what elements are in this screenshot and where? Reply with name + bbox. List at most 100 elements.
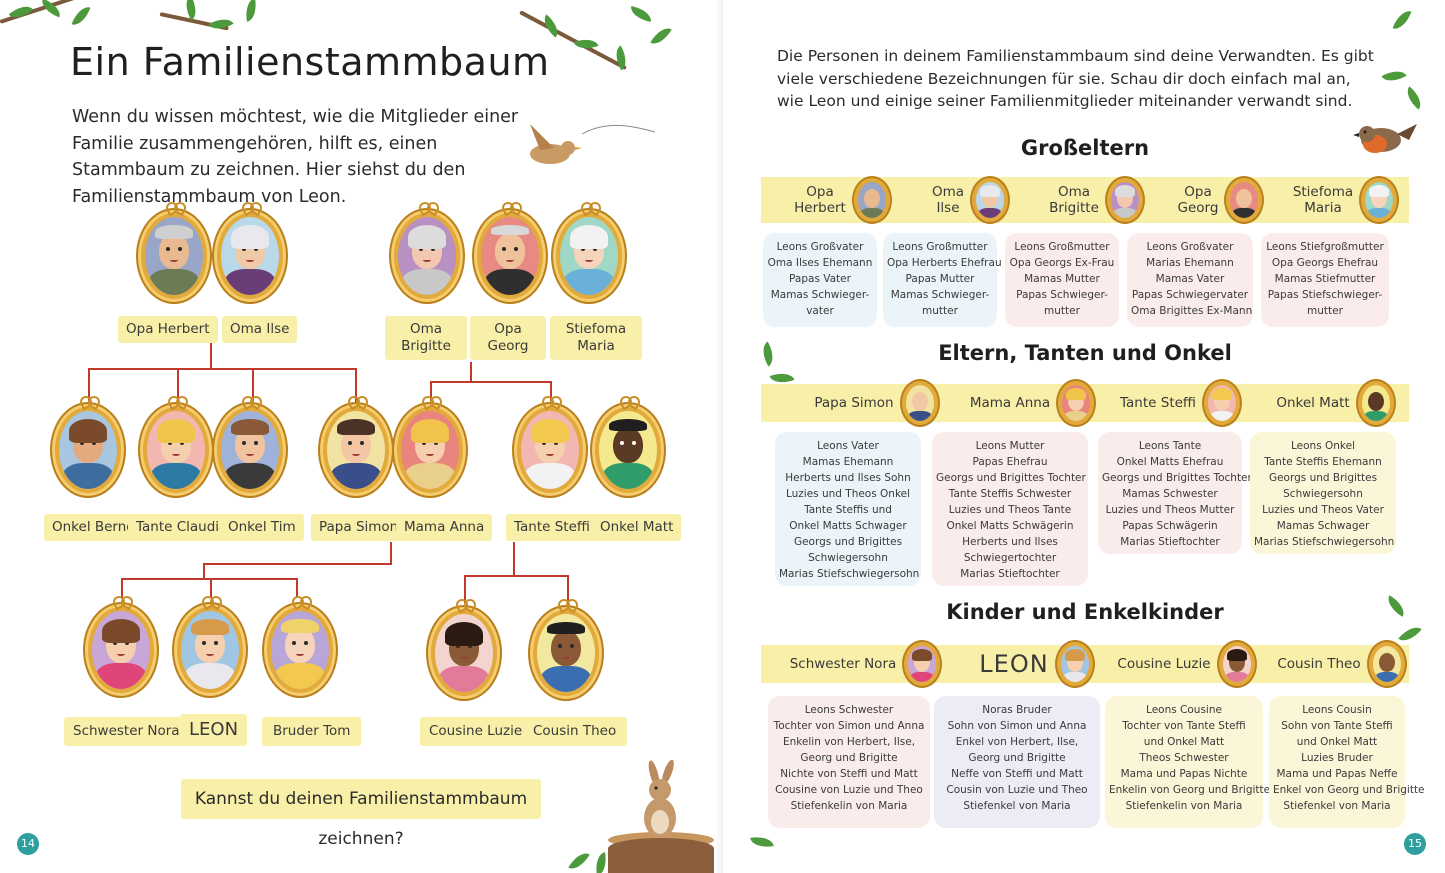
band-kinder: Schwester Nora LEON Cousine Luzie Cousin…	[761, 640, 1409, 688]
tree-line	[203, 563, 392, 565]
band-item-mama-anna: Mama Anna	[953, 379, 1113, 427]
portrait-opa-herbert	[136, 208, 212, 304]
tree-line	[88, 368, 90, 404]
band-item-stiefoma-maria: Stiefoma Maria	[1283, 176, 1409, 224]
label-mama-anna: Mama Anna	[396, 514, 493, 541]
label-papa-simon: Papa Simon	[311, 514, 407, 541]
band-eltern: Papa Simon Mama Anna Tante Steffi Onkel …	[761, 379, 1409, 427]
leaf-icon	[568, 848, 590, 873]
tree-line	[430, 381, 432, 405]
page-number: 15	[1404, 833, 1426, 855]
band-label: Mama Anna	[969, 395, 1051, 411]
leaf-icon	[1381, 65, 1407, 87]
right-page: Die Personen in deinem Familienstammbaum…	[723, 0, 1445, 873]
tree-line	[513, 542, 515, 576]
mini-portrait-leon	[1054, 640, 1095, 688]
portrait-onkel-bernd	[50, 402, 126, 498]
leaf-icon	[593, 852, 609, 873]
portrait-oma-ilse	[212, 208, 288, 304]
mini-portrait-opa-herbert	[851, 176, 892, 224]
mini-portrait-cousin-theo	[1366, 640, 1407, 688]
tree-line	[210, 578, 212, 598]
band-label: Onkel Matt	[1276, 395, 1350, 411]
page-title: Ein Familienstammbaum	[70, 40, 550, 84]
band-label: Tante Steffi	[1120, 395, 1196, 411]
intro-text: Die Personen in deinem Familienstammbaum…	[777, 47, 1374, 110]
label-oma-brigitte: Oma Brigitte	[385, 316, 467, 360]
label-tante-steffi: Tante Steffi	[506, 514, 598, 541]
portrait-tante-claudia	[138, 402, 214, 498]
tree-line	[390, 542, 392, 564]
band-item-opa-georg: Opa Georg	[1161, 176, 1281, 224]
tree-line	[121, 578, 297, 580]
tree-line	[355, 368, 357, 404]
mini-portrait-schwester-nora	[902, 640, 943, 688]
question-banner: Kannst du deinen Familienstammbaum zeich…	[181, 779, 541, 849]
band-item-papa-simon: Papa Simon	[797, 379, 957, 427]
tree-line	[464, 575, 466, 603]
tree-line	[567, 575, 569, 603]
tree-stump-base	[608, 838, 714, 873]
leaf-icon	[1398, 621, 1422, 647]
label-stiefoma-maria: Stiefoma Maria	[550, 316, 642, 360]
left-page: Ein Familienstammbaum Wenn du wissen möc…	[0, 0, 722, 873]
portrait-bruder-tom	[262, 602, 338, 698]
portrait-cousine-luzie	[426, 605, 502, 701]
leaf-icon	[650, 23, 672, 49]
mini-portrait-mama-anna	[1056, 379, 1097, 427]
portrait-onkel-tim	[212, 402, 288, 498]
label-opa-herbert: Opa Herbert	[118, 316, 218, 343]
label-schwester-nora: Schwester Nora	[64, 717, 189, 746]
tree-line	[470, 362, 472, 382]
leaf-icon	[243, 0, 259, 22]
leaf-icon	[71, 3, 91, 29]
label-onkel-bernd: Onkel Bernd	[44, 514, 143, 541]
leaf-icon	[629, 6, 653, 22]
intro-text: Wenn du wissen möchtest, wie die Mitglie…	[72, 107, 519, 207]
label-opa-georg: Opa Georg	[470, 316, 546, 360]
band-item-cousin-theo: Cousin Theo	[1267, 640, 1417, 688]
band-label: Papa Simon	[814, 395, 894, 411]
mini-portrait-oma-brigitte	[1104, 176, 1145, 224]
leaf-icon	[610, 45, 632, 71]
leaf-icon	[1392, 7, 1412, 33]
band-label: Oma Ilse	[931, 184, 965, 216]
portrait-onkel-matt	[590, 402, 666, 498]
robin-icon	[1353, 124, 1417, 153]
mini-portrait-cousine-luzie	[1216, 640, 1257, 688]
band-label: Oma Brigitte	[1049, 184, 1099, 216]
mini-portrait-onkel-matt	[1355, 379, 1396, 427]
portrait-tante-steffi	[512, 402, 588, 498]
band-item-opa-herbert: Opa Herbert	[781, 176, 905, 224]
band-item-leon: LEON	[957, 640, 1117, 688]
portrait-cousin-theo	[528, 605, 604, 701]
tree-line	[177, 368, 179, 404]
mini-portrait-opa-georg	[1224, 176, 1265, 224]
page-number: 14	[17, 833, 39, 855]
band-grosseltern: Opa Herbert Oma Ilse Oma Brigitte Opa Ge…	[761, 176, 1409, 224]
label-leon: LEON	[180, 714, 248, 746]
label-oma-ilse: Oma Ilse	[222, 316, 298, 343]
band-label: Cousine Luzie	[1117, 656, 1211, 672]
band-item-cousine-luzie: Cousine Luzie	[1107, 640, 1267, 688]
tree-line	[203, 563, 205, 579]
portrait-schwester-nora	[83, 602, 159, 698]
tree-line	[296, 578, 298, 598]
tree-line	[252, 368, 254, 404]
tree-line	[121, 578, 123, 598]
leaf-icon	[1401, 86, 1427, 110]
portrait-opa-georg	[472, 208, 548, 304]
leaf-icon	[8, 0, 34, 24]
portrait-mama-anna	[392, 402, 468, 498]
portrait-papa-simon	[318, 402, 394, 498]
leaf-icon	[208, 13, 234, 35]
